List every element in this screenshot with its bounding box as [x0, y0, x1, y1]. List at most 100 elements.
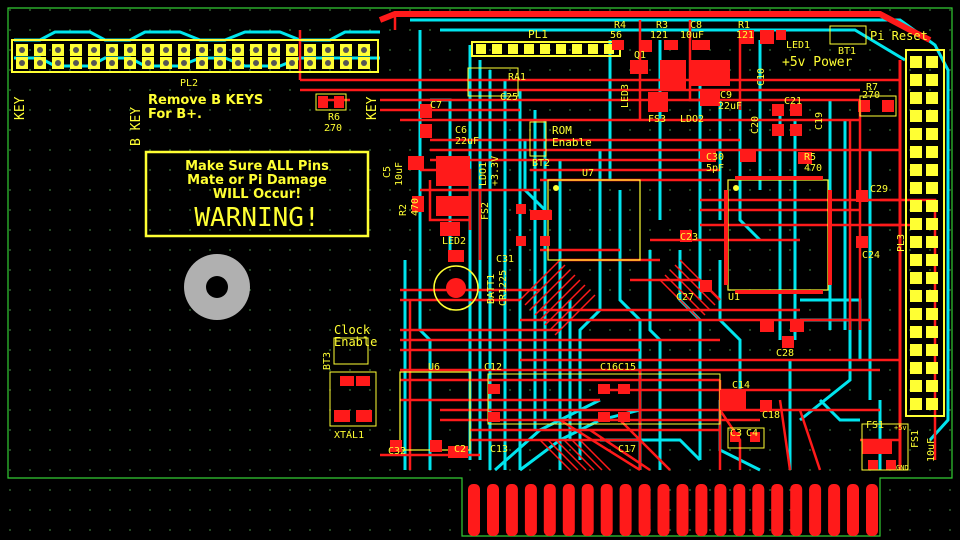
- label-q1: Q1: [634, 50, 646, 61]
- edge-finger: [657, 484, 670, 536]
- edge-finger: [619, 484, 632, 536]
- label-r5-val: 470: [804, 163, 822, 174]
- label-r6-val: 270: [324, 123, 342, 134]
- mounting-hole: [184, 254, 250, 320]
- edge-finger: [714, 484, 727, 536]
- label-r1: R1: [738, 20, 750, 31]
- label-bt1: BT1: [838, 46, 856, 57]
- edge-finger: [505, 484, 518, 536]
- pl3-header: [905, 49, 945, 417]
- label-r3: R3: [656, 20, 668, 31]
- edge-finger: [847, 484, 859, 536]
- label-r5: R5: [804, 152, 816, 163]
- label-c24: C24: [862, 250, 880, 261]
- warning-box: Make Sure ALL Pins Mate or Pi Damage WIL…: [144, 150, 370, 238]
- warning-line-1: Make Sure ALL Pins: [185, 159, 329, 174]
- edge-finger: [468, 484, 480, 536]
- label-pl3-cap: 10uF: [926, 438, 937, 462]
- label-r3-val: 121: [650, 30, 668, 41]
- label-clock-enable: Enable: [334, 335, 377, 349]
- label-c15: C15: [618, 362, 636, 373]
- label-r4-val: 56: [610, 30, 622, 41]
- label-c9-val: 22uF: [718, 101, 742, 112]
- u1-fanout: [519, 259, 721, 471]
- label-r2-val: 470: [410, 198, 421, 216]
- label-plus5v: +5v: [894, 424, 907, 432]
- edge-finger: [752, 484, 765, 536]
- label-c16: C16: [600, 362, 618, 373]
- label-c3: C3: [730, 428, 742, 439]
- label-r2: R2: [398, 204, 409, 216]
- label-c18: C18: [762, 410, 780, 421]
- label-c28: C28: [776, 348, 794, 359]
- label-bt3: BT3: [322, 352, 333, 370]
- smd-pads: [318, 30, 896, 470]
- label-c5-val: 10uF: [394, 162, 405, 186]
- label-r4: R4: [614, 20, 626, 31]
- label-c30: C30: [706, 152, 724, 163]
- label-c19: C19: [814, 112, 825, 130]
- label-c10: C10: [756, 68, 767, 86]
- label-u6: U6: [428, 362, 440, 373]
- component-labels: C5 10uF C6 22uF C7 LDO1 +3.3V R2 470 FS2…: [322, 20, 937, 472]
- label-c8: C8: [690, 20, 702, 31]
- label-c30-val: 5pF: [706, 163, 724, 174]
- label-c14: C14: [732, 380, 750, 391]
- label-c20: C20: [750, 116, 761, 134]
- label-u7: U7: [582, 168, 594, 179]
- label-c9: C9: [720, 90, 732, 101]
- edge-finger: [581, 484, 594, 536]
- edge-connector: [468, 484, 878, 536]
- label-ldo1-val: +3.3V: [490, 156, 501, 186]
- label-c12: C12: [484, 362, 502, 373]
- label-fs1: FS1: [866, 420, 884, 431]
- label-c7: C7: [430, 100, 442, 111]
- label-clock: Clock: [334, 323, 371, 337]
- edge-finger: [828, 484, 841, 536]
- u1-chip: [724, 176, 832, 294]
- battery-holder: [433, 250, 479, 311]
- label-rom-enable: Enable: [552, 136, 592, 149]
- label-led2: LED2: [442, 236, 466, 247]
- edge-finger: [866, 484, 878, 536]
- warning-line-3: WILL Occur!: [213, 187, 301, 202]
- label-c4: C4: [746, 428, 758, 439]
- edge-finger: [562, 484, 575, 536]
- label-fs1-rot: FS1: [910, 430, 921, 448]
- edge-finger: [600, 484, 613, 536]
- label-c6: C6: [455, 125, 467, 136]
- label-led3: LED3: [620, 84, 631, 108]
- label-b-key: B KEY: [129, 107, 144, 146]
- label-key-right: KEY: [365, 96, 380, 120]
- edge-finger: [543, 484, 556, 536]
- label-power: +5v Power: [782, 55, 853, 70]
- label-r7: R7: [866, 82, 878, 93]
- label-u1: U1: [728, 292, 740, 303]
- silkscreen-text: PL2 PL1 KEY B KEY KEY Remove B KEYS For …: [13, 28, 548, 146]
- edge-finger: [733, 484, 746, 536]
- label-c32: C32: [388, 446, 406, 457]
- edge-finger: [790, 484, 803, 536]
- label-for-bplus: For B+.: [148, 107, 202, 122]
- silkscreen-outlines: [315, 25, 909, 471]
- label-c5: C5: [382, 166, 393, 178]
- label-ra1: RA1: [508, 72, 526, 83]
- label-ldo2: LDO2: [680, 114, 704, 125]
- label-c27: C27: [676, 292, 694, 303]
- edge-finger: [524, 484, 537, 536]
- label-key-left: KEY: [13, 96, 28, 120]
- board-outline: [7, 7, 953, 537]
- label-batt1: BATT1: [486, 274, 497, 304]
- label-rom: ROM: [552, 124, 572, 137]
- label-c6-val: 22uF: [455, 136, 479, 147]
- label-r7-val: 270: [862, 90, 880, 101]
- label-c2: C2: [454, 444, 466, 455]
- edge-finger: [487, 484, 499, 536]
- label-r1-val: 121: [736, 30, 754, 41]
- label-pl2: PL2: [180, 78, 198, 89]
- label-ldo1: LDO1: [478, 162, 489, 186]
- edge-finger: [809, 484, 822, 536]
- label-c13: C13: [490, 444, 508, 455]
- label-led1: LED1: [786, 40, 810, 51]
